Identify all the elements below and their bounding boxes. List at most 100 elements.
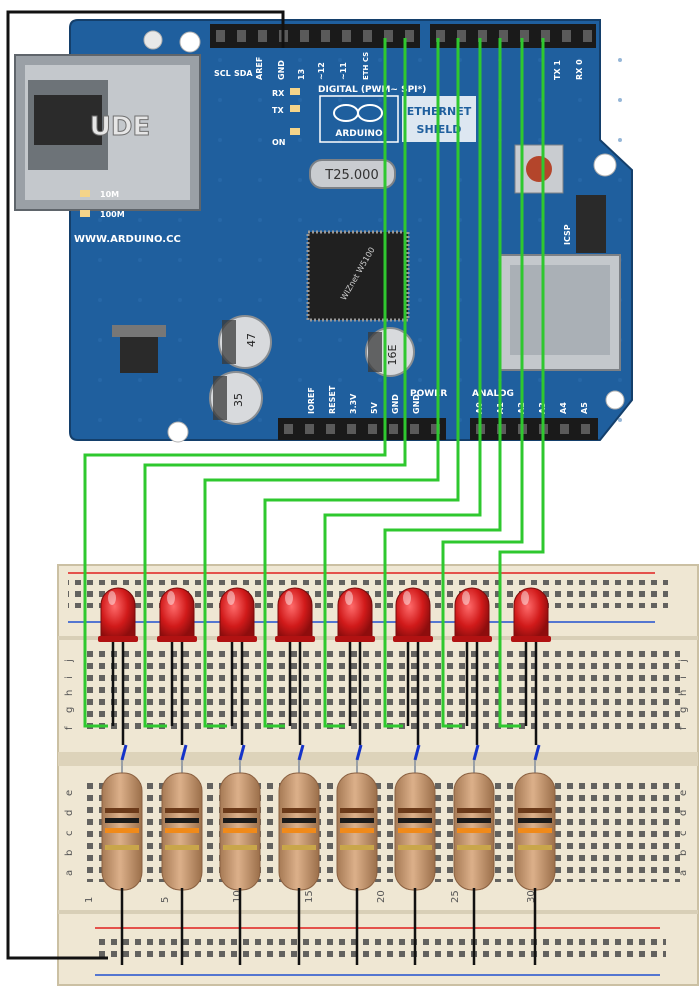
- column-number: 15: [304, 890, 315, 903]
- led-body: [219, 587, 255, 641]
- mount-hole: [167, 421, 189, 443]
- signal-wires: [83, 38, 545, 728]
- header-pin: [347, 424, 356, 434]
- analog-header: [470, 418, 598, 440]
- resistor-band: [282, 828, 316, 833]
- led-rim: [275, 636, 315, 642]
- resistor-band: [340, 845, 374, 850]
- wiznet-chip: WIZnet W5100: [306, 230, 410, 322]
- led-rim: [335, 636, 375, 642]
- jumper-wire: [238, 744, 246, 761]
- power-pin-label: IOREF: [307, 387, 316, 414]
- led-rim: [511, 636, 551, 642]
- row-letter: j: [678, 659, 689, 663]
- power-pin-label: RESET: [328, 385, 337, 414]
- power-pin-label: GND: [391, 394, 400, 414]
- header-pin: [478, 30, 487, 42]
- header-pin: [342, 30, 351, 42]
- header-pin: [258, 30, 267, 42]
- column-number: 5: [160, 897, 171, 903]
- resistor: [453, 744, 495, 965]
- header-pin: [363, 30, 372, 42]
- resistor-band: [282, 845, 316, 850]
- mount-hole: [593, 153, 617, 177]
- resistor-band: [282, 818, 316, 823]
- led-rim: [393, 636, 433, 642]
- jumper-wire: [533, 744, 541, 761]
- resistor: [219, 744, 261, 965]
- column-number: 30: [526, 890, 537, 903]
- signal-wire: [203, 38, 440, 728]
- center-channel: [58, 752, 698, 766]
- row-letter: e: [64, 790, 75, 796]
- digital-label: DIGITAL (PWM~ SPI*): [318, 85, 426, 95]
- resistor-band: [340, 828, 374, 833]
- crystal: [309, 159, 396, 189]
- header-pin: [457, 30, 466, 42]
- resistor: [336, 744, 378, 965]
- signal-wire: [263, 38, 460, 728]
- power-pin-label: 5V: [370, 401, 379, 414]
- power-header: [278, 418, 446, 440]
- resistor: [278, 744, 320, 965]
- resistor-band: [105, 845, 139, 850]
- row-letter: g: [678, 707, 689, 713]
- row-letter: i: [678, 676, 689, 679]
- row-letter: h: [678, 690, 689, 696]
- rx0-label: RX 0: [575, 59, 584, 80]
- led-rim: [217, 636, 257, 642]
- led-highlight: [403, 591, 411, 605]
- led-body: [159, 587, 195, 641]
- column-number: 10: [232, 890, 243, 903]
- red-led: [335, 587, 375, 745]
- resistor-band: [165, 845, 199, 850]
- resistor-band: [457, 808, 491, 813]
- column-number: 1: [84, 897, 95, 903]
- capacitor: 16E: [365, 327, 415, 377]
- signal-wire: [383, 38, 502, 728]
- resistor-row: [101, 744, 556, 965]
- digital-header-right: [430, 24, 596, 48]
- header-pin: [389, 424, 398, 434]
- capacitor: 47: [218, 315, 272, 369]
- row-letter: d: [64, 810, 75, 816]
- resistor-band: [105, 818, 139, 823]
- led-highlight: [108, 591, 116, 605]
- led-highlight: [521, 591, 529, 605]
- resistor-band: [105, 828, 139, 833]
- led-highlight: [167, 591, 175, 605]
- tx-led-label: TX: [272, 106, 284, 115]
- jumper-wire: [472, 744, 480, 761]
- resistor-band: [340, 818, 374, 823]
- tx1-label: TX 1: [553, 60, 562, 80]
- led-rim: [157, 636, 197, 642]
- breadboard-body: [57, 564, 699, 986]
- header-pin: [431, 424, 440, 434]
- resistor-band: [398, 828, 432, 833]
- header-pin: [284, 424, 293, 434]
- header-pin: [499, 30, 508, 42]
- resistor-band: [223, 845, 257, 850]
- led-highlight: [227, 591, 235, 605]
- scl-label: SCL: [214, 69, 231, 78]
- power-label: POWER: [410, 389, 447, 399]
- red-led: [217, 587, 257, 745]
- analog-pin-label: A4: [559, 402, 568, 414]
- row-letter: j: [64, 659, 75, 663]
- header-pin: [305, 424, 314, 434]
- resistor-band: [165, 818, 199, 823]
- column-number: 25: [450, 890, 461, 903]
- jumper-wire: [413, 744, 421, 761]
- icsp-header: [576, 195, 606, 253]
- tx-led: [290, 105, 300, 112]
- capacitor-label-b: 35: [232, 393, 245, 407]
- header-pin: [541, 30, 550, 42]
- header-pin: [520, 30, 529, 42]
- signal-wire: [441, 38, 524, 728]
- led-highlight: [462, 591, 470, 605]
- link-100m-label: 100M: [100, 210, 125, 219]
- capacitor-label-c: 16E: [386, 344, 399, 365]
- resistor-band: [457, 818, 491, 823]
- analog-pin-label: A5: [580, 402, 589, 414]
